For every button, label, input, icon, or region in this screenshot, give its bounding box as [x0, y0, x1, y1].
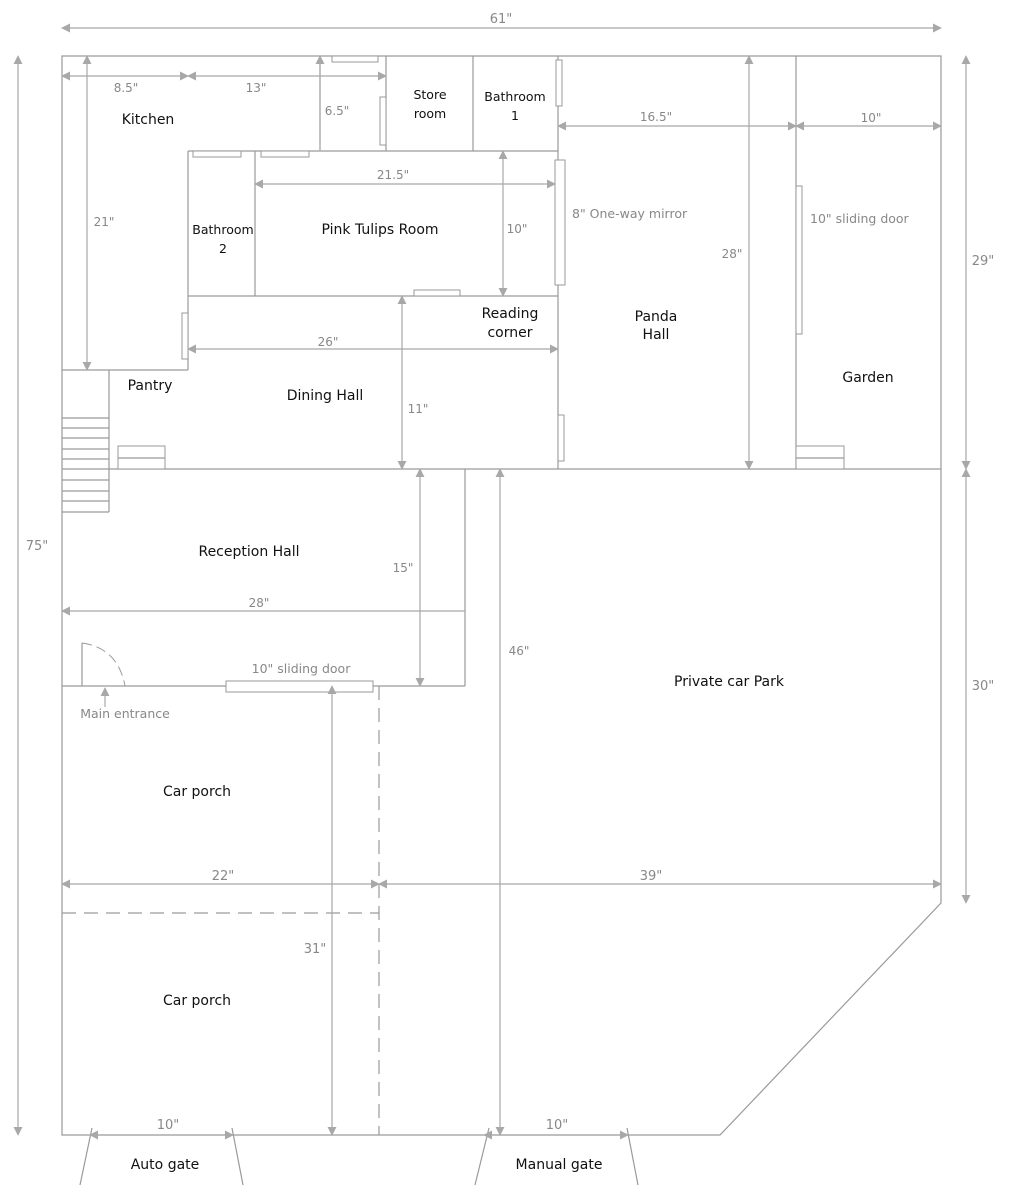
annotations: 8" One-way mirror 10" sliding door 10" s…	[80, 206, 909, 721]
dim-dining-width: 26"	[318, 335, 339, 349]
dim-panda-width: 16.5"	[640, 110, 672, 124]
dim-car-porch-width: 22"	[212, 869, 235, 884]
room-reception-hall: Reception Hall	[198, 544, 299, 560]
dim-right-upper: 29"	[972, 254, 995, 269]
dim-car-porch-length: 31"	[304, 942, 327, 957]
room-car-porch-1: Car porch	[163, 784, 231, 800]
dim-reception-width: 28"	[249, 596, 270, 610]
dim-manual-gate-width: 10"	[546, 1118, 569, 1133]
dim-panda-length: 28"	[722, 247, 743, 261]
one-way-mirror	[554, 159, 566, 286]
main-entrance-note: Main entrance	[80, 706, 170, 721]
room-pink-tulips: Pink Tulips Room	[321, 222, 438, 238]
dim-right-lower: 30"	[972, 679, 995, 694]
room-pantry: Pantry	[128, 378, 173, 394]
room-car-porch-2: Car porch	[163, 993, 231, 1009]
windows	[117, 55, 845, 693]
dim-pink-tulips-length: 10"	[507, 222, 528, 236]
outer-wall	[61, 55, 942, 1136]
reception-sliding-door	[225, 680, 374, 693]
dim-dining-length: 11"	[408, 402, 429, 416]
dim-car-park-length: 46"	[509, 644, 530, 658]
dimension-labels: 61" 75" 29" 30" 8.5" 13" 21" 6.5" 21.5" …	[26, 12, 995, 1133]
main-entrance-door	[81, 642, 126, 687]
garden-door-note: 10" sliding door	[810, 211, 910, 226]
room-garden: Garden	[842, 370, 893, 386]
room-private-car-park: Private car Park	[674, 674, 785, 690]
dim-pink-tulips-width: 21.5"	[377, 168, 409, 182]
dim-kitchen-notch: 6.5"	[325, 104, 350, 118]
stairs	[62, 417, 109, 513]
dim-kitchen-width: 8.5"	[114, 81, 139, 95]
dim-total-length: 75"	[26, 539, 49, 554]
dim-auto-gate-width: 10"	[157, 1118, 180, 1133]
dim-garden-width: 10"	[861, 111, 882, 125]
auto-gate-label: Auto gate	[131, 1157, 200, 1173]
dim-car-park-width: 39"	[640, 869, 663, 884]
dim-total-width: 61"	[490, 12, 513, 27]
garden-sliding-door	[795, 185, 803, 335]
dim-reception-length: 15"	[393, 561, 414, 575]
manual-gate-label: Manual gate	[516, 1157, 603, 1173]
mirror-note: 8" One-way mirror	[572, 206, 688, 221]
dim-kitchen-top: 13"	[246, 81, 267, 95]
dimension-lines	[13, 23, 971, 1140]
reception-door-note: 10" sliding door	[252, 661, 352, 676]
dim-kitchen-length: 21"	[94, 215, 115, 229]
room-dining-hall: Dining Hall	[287, 388, 364, 404]
room-kitchen: Kitchen	[122, 112, 175, 128]
